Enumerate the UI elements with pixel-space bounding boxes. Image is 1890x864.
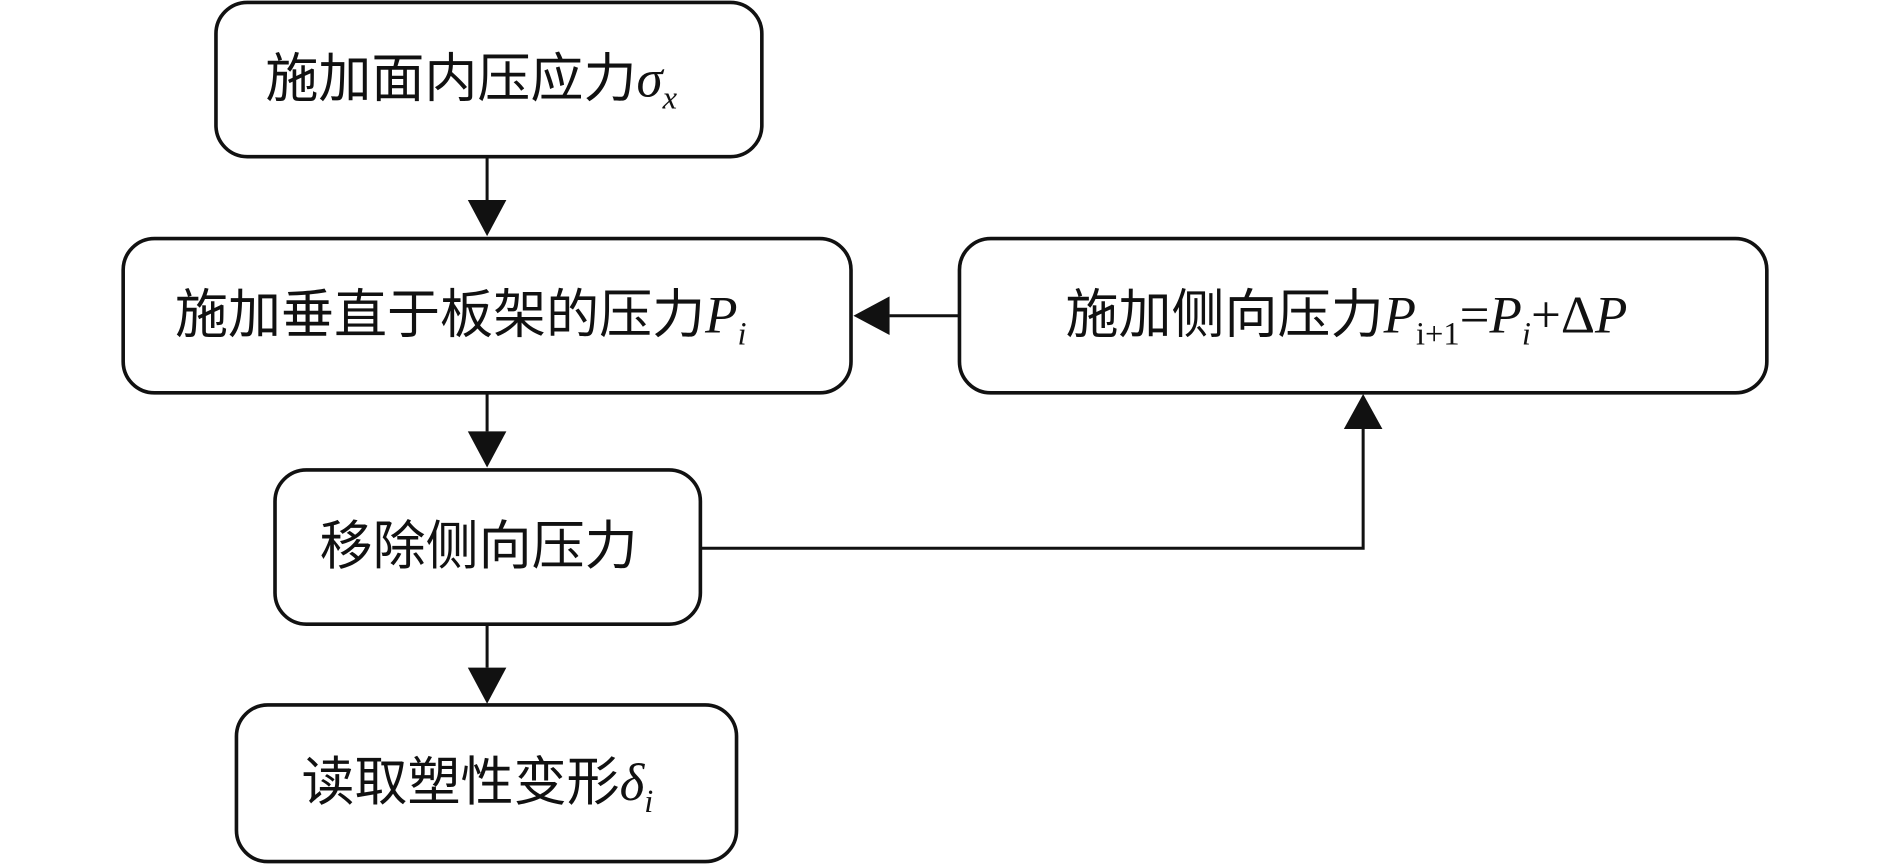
edge-normal-to-remove	[467, 392, 507, 468]
edge-remove-to-lateral	[700, 394, 1383, 550]
node-apply-lateral-pressure: 施加侧向压力Pi+1=Pi+ΔP	[957, 236, 1769, 395]
edge-remove-to-read	[467, 624, 507, 704]
node-apply-normal-pressure: 施加垂直于板架的压力Pi	[121, 236, 853, 395]
node-remove-lateral-pressure: 移除侧向压力	[273, 468, 703, 627]
svg-text:施加垂直于板架的压力Pi: 施加垂直于板架的压力Pi	[175, 287, 747, 353]
svg-text:施加面内压应力σx: 施加面内压应力σx	[265, 50, 677, 116]
edge-inplane-to-normal	[467, 156, 507, 237]
node-apply-inplane-stress: 施加面内压应力σx	[214, 0, 764, 159]
edge-lateral-to-normal	[853, 296, 960, 335]
node-read-plastic-deformation: 读取塑性变形δi	[234, 703, 739, 864]
svg-text:移除侧向压力: 移除侧向压力	[320, 518, 638, 576]
svg-text:施加侧向压力Pi+1=Pi+ΔP: 施加侧向压力Pi+1=Pi+ΔP	[1066, 287, 1628, 353]
svg-text:读取塑性变形δi: 读取塑性变形δi	[302, 754, 654, 820]
